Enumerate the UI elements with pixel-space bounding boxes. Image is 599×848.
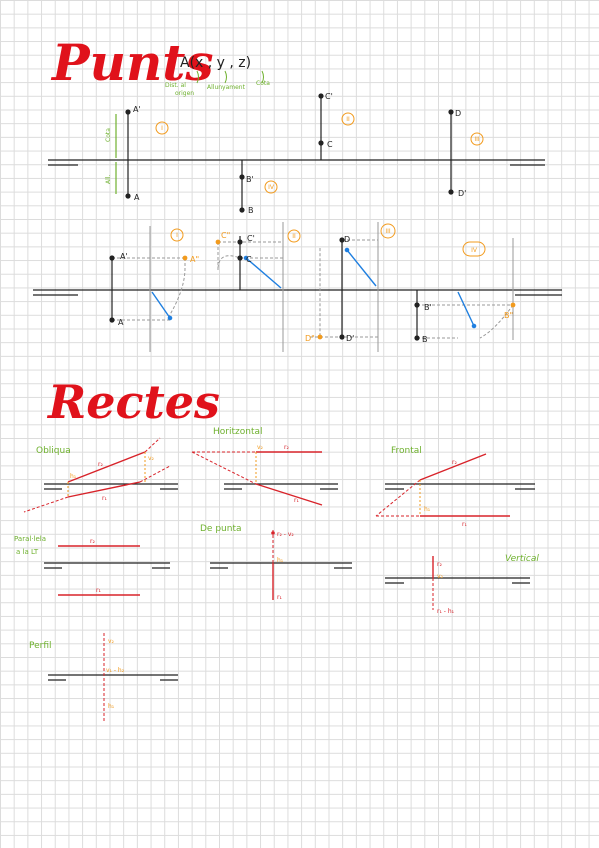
vertical-mid: v₂ — [437, 573, 444, 580]
frontal-diagram — [375, 453, 535, 517]
label-cota: Cota — [105, 128, 112, 142]
second-point-label: C — [246, 255, 252, 264]
quadrant-markers-top — [155, 112, 484, 194]
paralela-r2: r₂ — [90, 538, 95, 545]
point-label: A — [134, 193, 140, 202]
point-label: D' — [458, 189, 466, 198]
frontal-h: h₁ — [424, 506, 431, 513]
de-punta-top: r₂ - v₂ — [277, 531, 294, 538]
horitzontal-v: v₂ — [257, 444, 264, 451]
formula-x-note-1: Dist. al — [165, 82, 186, 89]
quadrant-label: IV — [471, 247, 478, 254]
second-point-label: D' — [346, 334, 354, 343]
frontal-title: Frontal — [391, 446, 422, 456]
formula-x-note-2: origen — [175, 90, 194, 97]
perfil-v: v₂ — [108, 638, 115, 645]
horitzontal-title: Horitzontal — [213, 427, 262, 437]
second-point-label: C' — [247, 234, 255, 243]
top-ground-line — [48, 159, 545, 166]
second-point-label: B" — [504, 311, 513, 320]
second-point-label: C" — [221, 231, 230, 240]
vertical-top: r₂ — [437, 561, 442, 568]
obliqua-v: v₂ — [148, 455, 155, 462]
de-punta-bot: r₁ — [277, 594, 282, 601]
point-label: D — [455, 109, 461, 118]
title-rectes: Rectes — [46, 375, 220, 429]
second-point-label: D" — [305, 334, 315, 343]
formula-text: A(x , y , z) — [180, 55, 251, 71]
second-point-label: B — [422, 335, 428, 344]
formula-y-note: Allunyament — [207, 84, 246, 91]
frontal-r1: r₁ — [462, 521, 467, 528]
vertical-diagram — [385, 556, 530, 610]
perfil-title: Perfil — [29, 641, 52, 651]
formula-braces — [196, 70, 264, 84]
de-punta-diagram — [210, 530, 352, 600]
formula-z-note: Cota — [256, 80, 270, 87]
vertical-bot: r₁ - h₁ — [437, 608, 455, 615]
obliqua-diagram — [23, 437, 178, 513]
quadrant-label: III — [474, 136, 480, 143]
second-point-label: A' — [120, 252, 128, 261]
frontal-r2: r₂ — [452, 459, 457, 466]
de-punta-mid: h₁ — [277, 557, 284, 564]
point-label: B' — [246, 175, 254, 184]
orange-points — [182, 239, 516, 340]
horitzontal-r1: r₁ — [294, 497, 299, 504]
paralela-title-1: Paral·lela — [14, 535, 46, 543]
quadrant-label: II — [292, 233, 296, 240]
vertical-title: Vertical — [505, 554, 539, 564]
point-label: A' — [133, 105, 141, 114]
second-point-label: A" — [190, 255, 199, 264]
second-point-label: B' — [424, 303, 432, 312]
obliqua-r1: r₁ — [102, 495, 107, 502]
point-label: C' — [325, 92, 333, 101]
second-point-label: A — [118, 318, 124, 327]
perfil-diagram — [48, 633, 178, 722]
perfil-h: h₁ — [108, 703, 115, 710]
projection-dashes — [112, 239, 514, 339]
horitzontal-diagram — [191, 451, 338, 506]
profile-planes — [149, 222, 514, 352]
paralela-title-2: a la LT — [16, 548, 39, 556]
paralela-diagram — [44, 545, 170, 596]
title-punts: Punts — [50, 33, 214, 92]
quadrant-label: I — [161, 125, 163, 132]
second-point-label: D — [344, 235, 350, 244]
obliqua-r2: r₂ — [98, 461, 103, 468]
quadrant-label: II — [346, 116, 350, 123]
quadrant-label: IV — [268, 184, 275, 191]
paralela-r1: r₁ — [96, 587, 101, 594]
label-allunyament: All. — [105, 175, 112, 184]
point-label: C — [327, 140, 333, 149]
de-punta-title: De punta — [200, 524, 242, 534]
horitzontal-r2: r₂ — [284, 444, 289, 451]
perfil-mid: v₁ - h₂ — [106, 667, 125, 674]
top-projection-lines — [125, 93, 454, 213]
quadrant-label: III — [385, 228, 391, 235]
obliqua-title: Obliqua — [36, 446, 71, 456]
obliqua-h: h₁ — [70, 473, 77, 480]
blue-arrows — [151, 247, 477, 329]
second-projection-lines — [109, 236, 420, 341]
point-label: B — [248, 206, 254, 215]
quadrant-label: I — [176, 232, 178, 239]
second-ground-line — [33, 289, 562, 296]
quadrant-markers-second — [170, 223, 486, 257]
